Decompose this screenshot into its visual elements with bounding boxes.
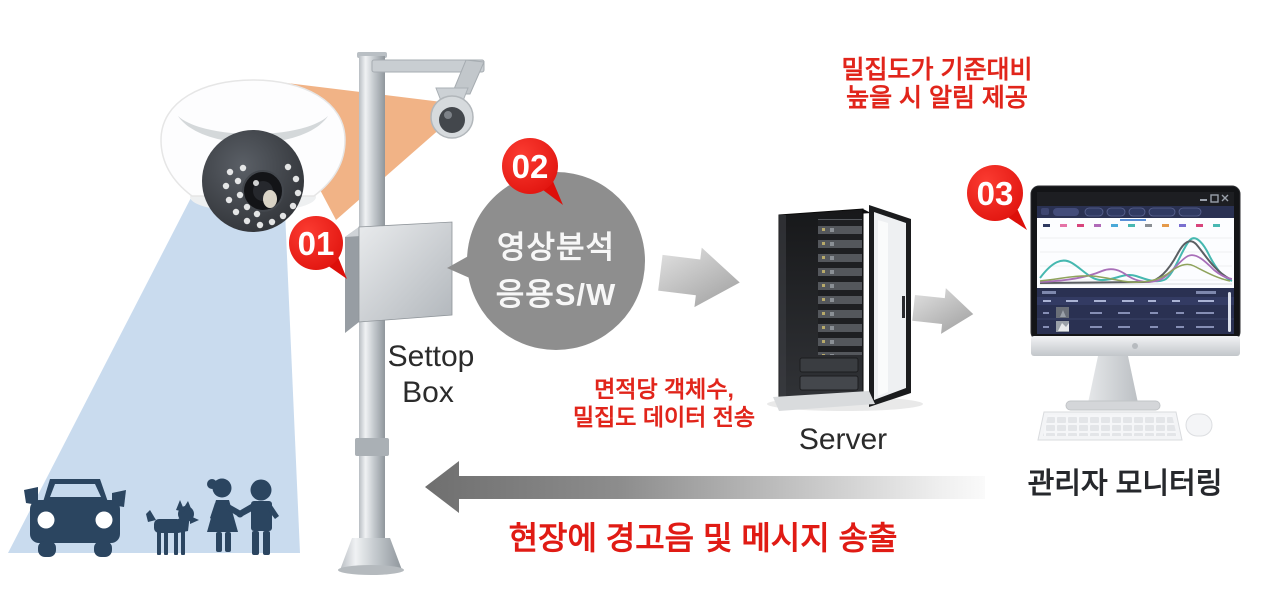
- send-note-line2: 밀집도 데이터 전송: [573, 404, 755, 430]
- arrow-to-server: [658, 247, 740, 308]
- chart-line-gray: [1039, 240, 1231, 284]
- chart-line-purple: [1039, 254, 1233, 283]
- server-label: Server: [799, 423, 887, 456]
- step-badge-01-number: 01: [298, 225, 335, 262]
- step-badge-02: 02: [502, 138, 563, 205]
- table-scrollbar: [1228, 292, 1231, 332]
- pole-camera-icon: [430, 87, 474, 139]
- analysis-bubble: [447, 172, 645, 350]
- monitor-base: [1065, 400, 1161, 411]
- dashboard-titlebar: [1037, 192, 1234, 206]
- pedestrians-icon: [207, 478, 279, 555]
- monitor-stand: [1088, 356, 1138, 403]
- step-badge-03: 03: [967, 165, 1027, 230]
- arrow-to-monitor: [912, 288, 974, 334]
- step-badge-02-number: 02: [512, 148, 549, 185]
- dashboard-table: [1037, 288, 1234, 334]
- table-row-cells: [1043, 312, 1214, 328]
- settop-box-icon: [345, 221, 453, 333]
- table-header-cells: [1043, 300, 1214, 302]
- settop-box-label-line2: Box: [402, 376, 454, 409]
- chart-line-olive: [1039, 263, 1231, 283]
- settop-box-label-line1: Settop: [388, 340, 475, 373]
- minimize-icon: [1200, 199, 1207, 201]
- dog-icon: [146, 500, 199, 555]
- chart-gridlines: [1040, 237, 1232, 281]
- alert-note-line2: 높을 시 알림 제공: [846, 84, 1028, 112]
- bubble-text-line2: 응용S/W: [496, 277, 617, 312]
- dashboard-chart: [1037, 218, 1234, 288]
- step-badge-03-number: 03: [977, 175, 1014, 212]
- camera-view-cone: [8, 188, 300, 553]
- bubble-text-line1: 영상분석: [497, 230, 615, 265]
- ir-led-dots: [222, 163, 302, 229]
- monitor-icon: [1030, 185, 1241, 411]
- admin-monitoring-label: 관리자 모니터링: [1028, 467, 1223, 500]
- close-icon: [1221, 194, 1229, 202]
- maximize-icon: [1210, 194, 1219, 203]
- keyboard-icon: [1037, 411, 1183, 441]
- dashboard-menubar: [1037, 206, 1234, 218]
- mouse-icon: [1185, 413, 1213, 437]
- send-note-line1: 면적당 객체수,: [594, 376, 734, 402]
- car-icon: [24, 479, 126, 557]
- feedback-arrow: [425, 461, 985, 513]
- server-rack-icon: [767, 205, 923, 411]
- dome-camera-icon: [160, 79, 346, 232]
- alert-note-line1: 밀집도가 기준대비: [842, 56, 1033, 84]
- broadcast-note: 현장에 경고음 및 메시지 송출: [509, 520, 898, 556]
- chart-legend: [1043, 224, 1220, 227]
- step-badge-01: 01: [289, 216, 347, 279]
